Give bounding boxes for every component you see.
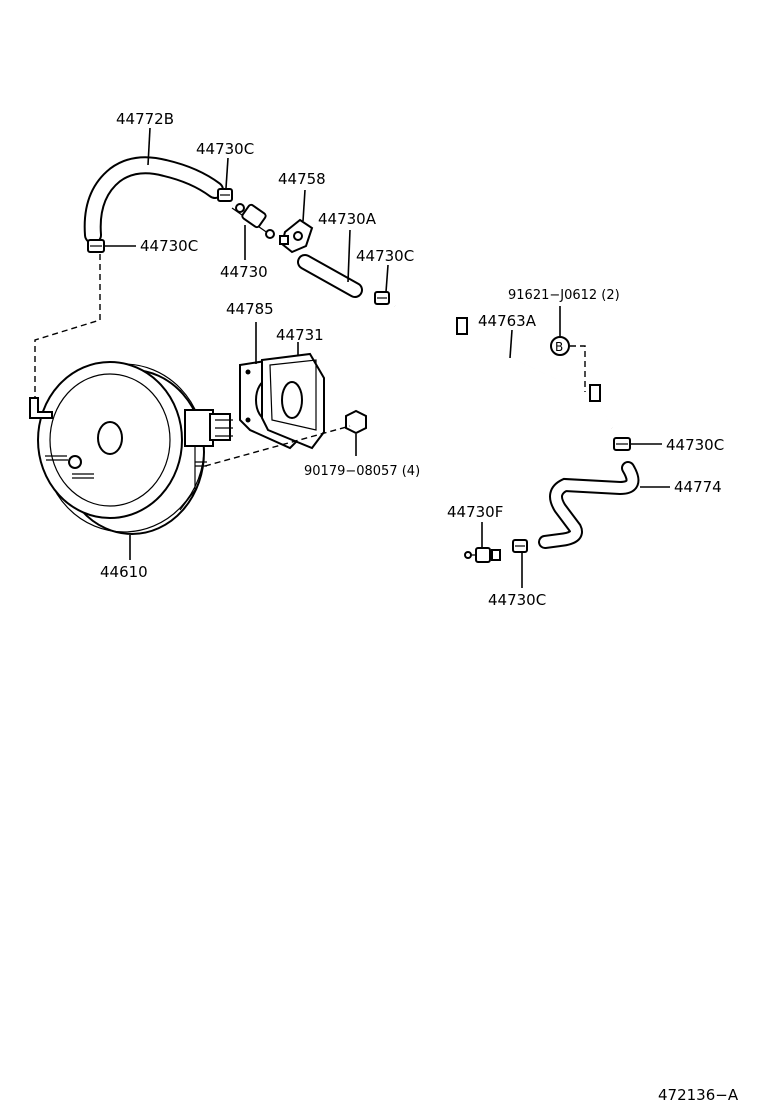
label-clip-top: 44730C bbox=[196, 140, 254, 158]
hose-clip-right bbox=[613, 437, 631, 451]
dashed-link-ref-b bbox=[570, 345, 586, 392]
label-clip-left: 44730C bbox=[140, 237, 198, 255]
vacuum-hose-44730a bbox=[297, 254, 363, 298]
label-ref-marker: B bbox=[555, 340, 563, 354]
hose-clip-top bbox=[217, 188, 233, 202]
hose-clip-left bbox=[87, 239, 105, 253]
dashed-link-hose-booster bbox=[34, 254, 101, 400]
label-clip-middle: 44730C bbox=[356, 247, 414, 265]
leader-union bbox=[302, 189, 306, 222]
diagram-id: 472136−A bbox=[658, 1086, 739, 1104]
label-hose-b: 44772B bbox=[116, 110, 174, 128]
label-check-valve: 44730 bbox=[220, 263, 268, 281]
label-spacer: 44731 bbox=[276, 326, 324, 344]
leader-clip-middle bbox=[385, 264, 389, 293]
spacer-44731 bbox=[261, 352, 325, 450]
nut-90179 bbox=[345, 409, 367, 435]
label-gasket: 44785 bbox=[226, 300, 274, 318]
label-hose-lower: 44774 bbox=[674, 478, 722, 496]
fitting-44730f bbox=[464, 547, 501, 563]
vacuum-hose-44772b bbox=[83, 156, 224, 244]
leader-pipe bbox=[509, 329, 513, 359]
label-nut: 90179−08057 (4) bbox=[304, 464, 420, 479]
leader-hose-a bbox=[347, 229, 351, 283]
label-ref-b: 91621−J0612 (2) bbox=[508, 288, 620, 303]
hose-clip-middle bbox=[374, 291, 390, 305]
label-union: 44758 bbox=[278, 170, 326, 188]
hose-clip-bottom bbox=[512, 539, 528, 553]
dashed-link-nut bbox=[204, 425, 351, 467]
leader-clip-top bbox=[225, 157, 229, 189]
label-pipe: 44763A bbox=[478, 312, 537, 330]
label-hose-a: 44730A bbox=[318, 210, 377, 228]
check-valve-44730 bbox=[231, 203, 275, 239]
leader-hose-b bbox=[147, 127, 151, 166]
label-booster: 44610 bbox=[100, 563, 148, 581]
label-fitting: 44730F bbox=[447, 503, 503, 521]
label-clip-right: 44730C bbox=[666, 436, 724, 454]
vacuum-hose-44774 bbox=[538, 461, 640, 549]
union-44758 bbox=[279, 218, 314, 254]
brake-booster-44610 bbox=[29, 361, 233, 535]
label-clip-bottom: 44730C bbox=[488, 591, 546, 609]
